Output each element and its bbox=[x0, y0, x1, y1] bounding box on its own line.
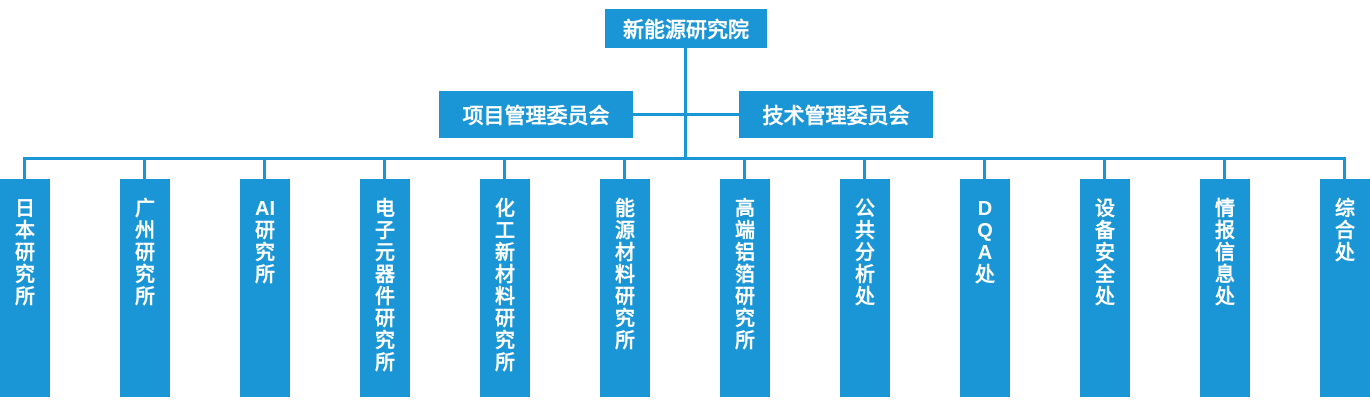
connector-drop bbox=[143, 157, 146, 179]
org-node-dept-equipment-safety[interactable]: 设 备 安 全 处 bbox=[1080, 179, 1130, 397]
connector-root-trunk bbox=[684, 48, 687, 160]
org-node-dept-general-affairs[interactable]: 综 合 处 bbox=[1320, 179, 1370, 397]
connector-left-committee bbox=[633, 113, 686, 116]
connector-drop bbox=[1103, 157, 1106, 179]
org-node-dept-energy-materials[interactable]: 能 源 材 料 研 究 所 bbox=[600, 179, 650, 397]
org-node-dept-japan-institute[interactable]: 日 本 研 究 所 bbox=[0, 179, 50, 397]
connector-drop bbox=[383, 157, 386, 179]
org-node-dept-chemical-new-materials[interactable]: 化 工 新 材 料 研 究 所 bbox=[480, 179, 530, 397]
org-node-dept-electronic-components[interactable]: 电 子 元 器 件 研 究 所 bbox=[360, 179, 410, 397]
connector-drop bbox=[1343, 157, 1346, 179]
org-node-dept-guangzhou-institute[interactable]: 广 州 研 究 所 bbox=[120, 179, 170, 397]
org-node-dept-high-end-aluminum-foil[interactable]: 高 端 铝 箔 研 究 所 bbox=[720, 179, 770, 397]
org-node-dept-ai-institute[interactable]: AI 研 究 所 bbox=[240, 179, 290, 397]
connector-drop bbox=[1223, 157, 1226, 179]
org-node-committee-project[interactable]: 项目管理委员会 bbox=[439, 91, 633, 138]
connector-bus-line bbox=[23, 157, 1346, 160]
org-node-root[interactable]: 新能源研究院 bbox=[605, 9, 767, 48]
connector-drop bbox=[983, 157, 986, 179]
connector-drop bbox=[263, 157, 266, 179]
connector-drop bbox=[863, 157, 866, 179]
org-node-dept-public-analysis[interactable]: 公 共 分 析 处 bbox=[840, 179, 890, 397]
connector-drop bbox=[623, 157, 626, 179]
connector-right-committee bbox=[685, 113, 739, 116]
connector-drop bbox=[23, 157, 26, 179]
connector-drop bbox=[743, 157, 746, 179]
org-node-dept-intelligence-information[interactable]: 情 报 信 息 处 bbox=[1200, 179, 1250, 397]
org-node-committee-technology[interactable]: 技术管理委员会 bbox=[739, 91, 933, 138]
connector-drop bbox=[503, 157, 506, 179]
org-node-dept-dqa[interactable]: D Q A 处 bbox=[960, 179, 1010, 397]
